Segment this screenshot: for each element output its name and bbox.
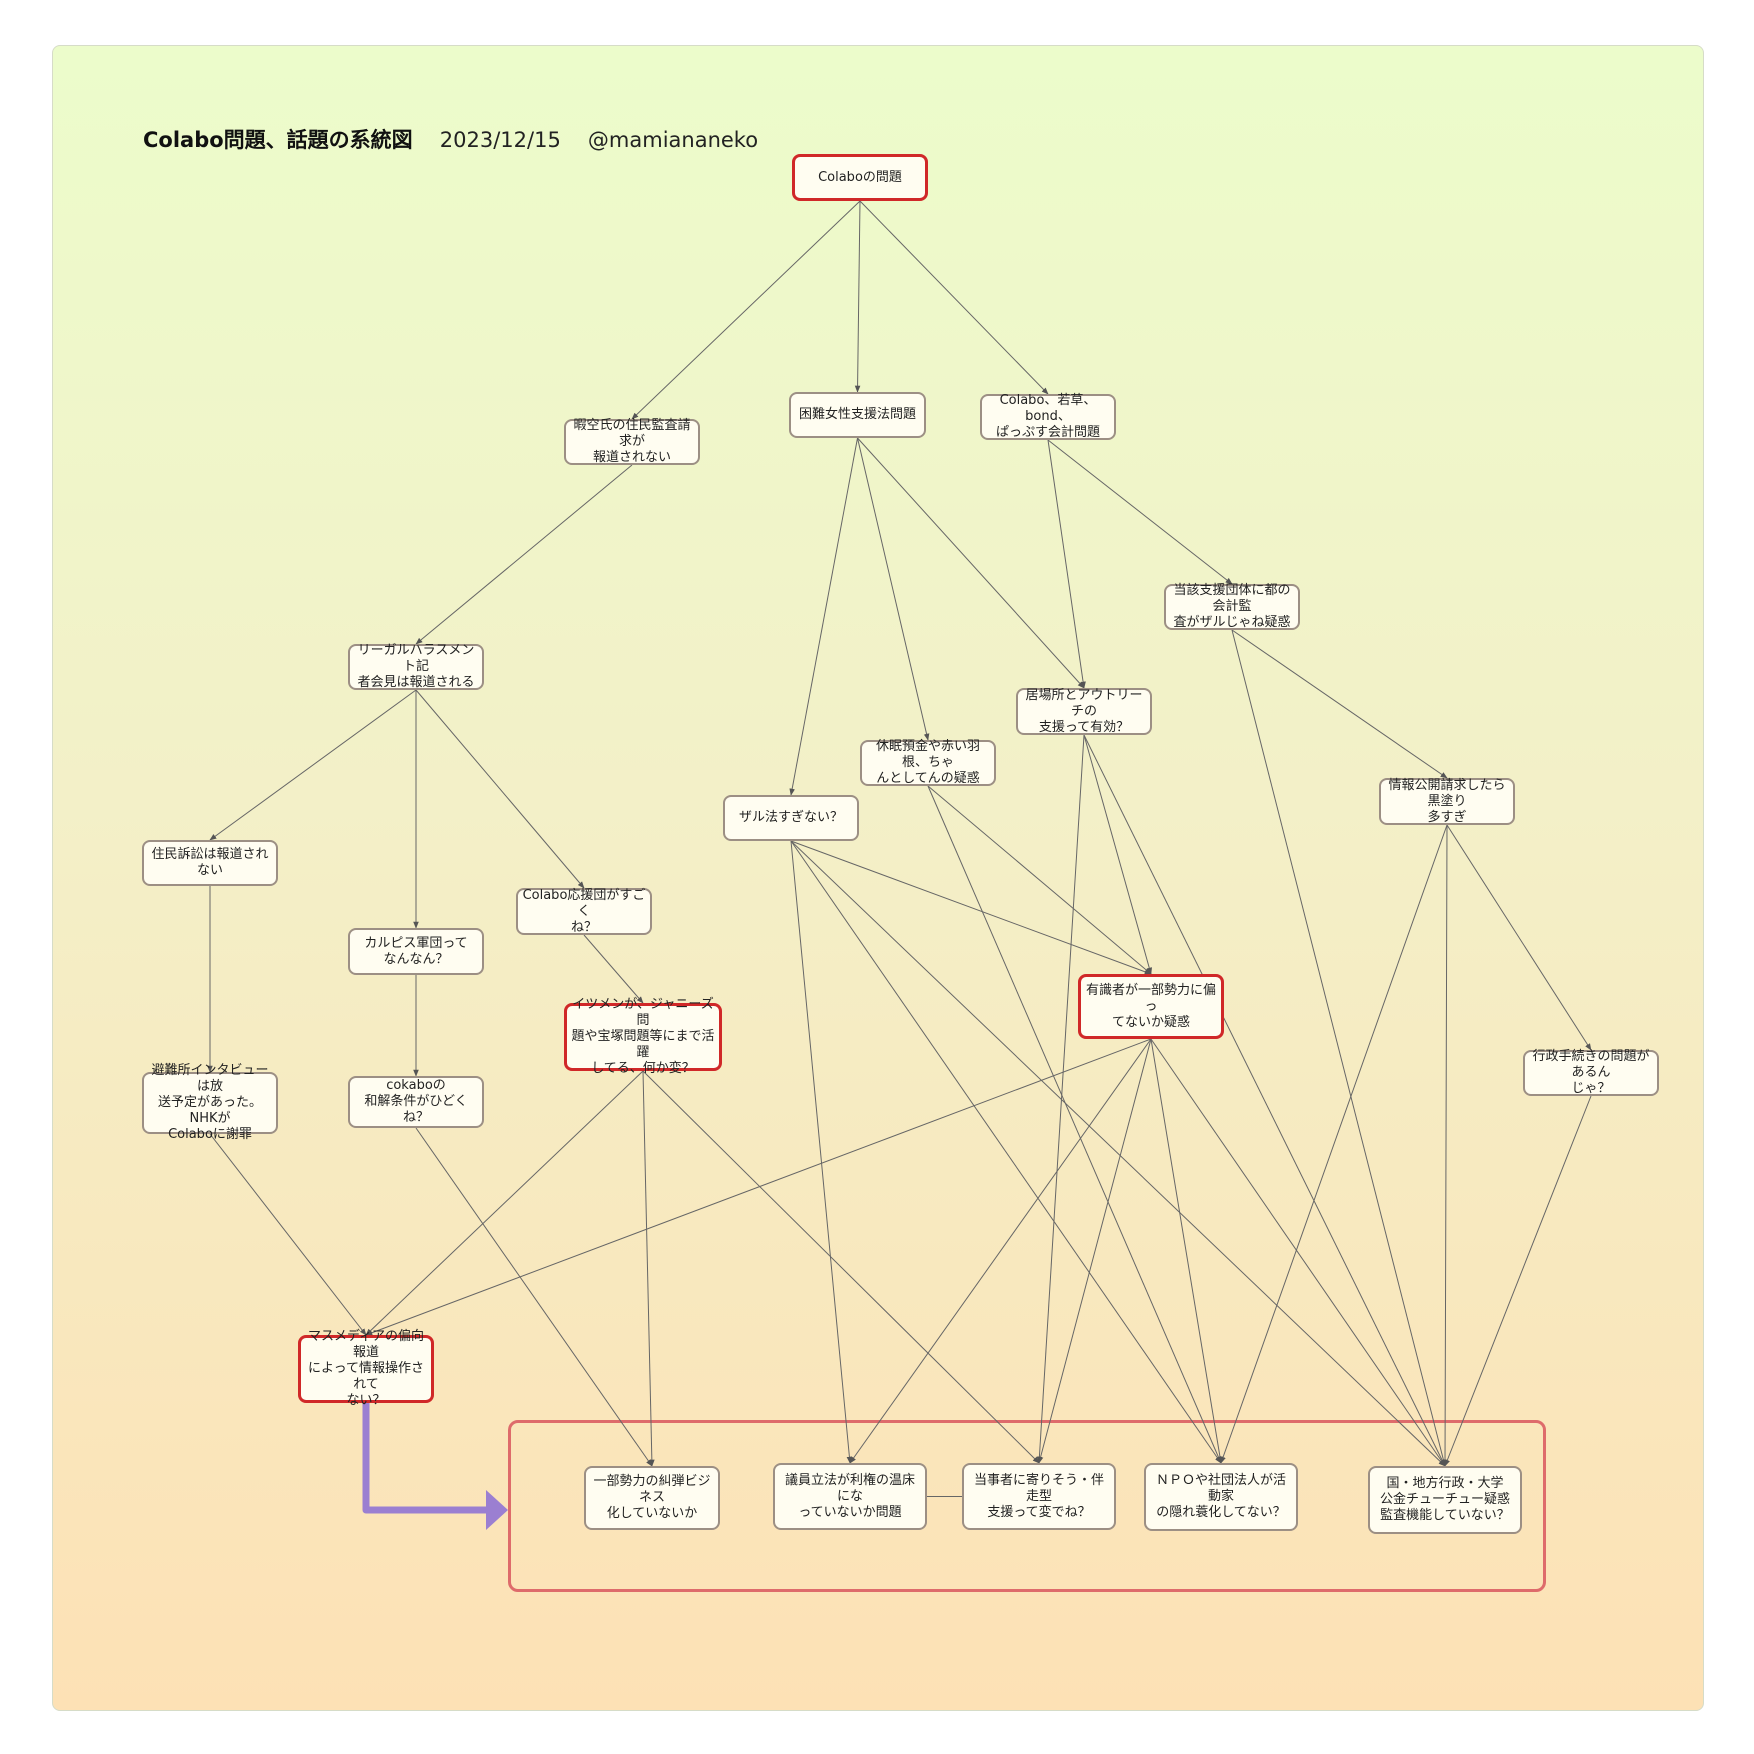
node-n8: 休眠預金や赤い羽根、ちゃ んとしてんの疑惑 — [860, 739, 996, 786]
node-n3: 困難女性支援法問題 — [789, 392, 926, 438]
node-n4: Colabo、若草、bond、 ぱっぷす会計問題 — [980, 393, 1116, 440]
edge-n6-n12 — [415, 689, 585, 889]
node-n24: 国・地方行政・大学 公金チューチュー疑惑 監査機能していない？ — [1368, 1466, 1522, 1534]
edge-n3-n9 — [789, 437, 858, 796]
edge-n17-n19 — [209, 1133, 367, 1336]
node-n2: 暇空氏の住民監査請求が 報道されない — [564, 418, 700, 465]
edge-n12-n15 — [583, 934, 644, 1004]
edge-n14-n21 — [849, 1038, 1152, 1464]
edge-n16-n24 — [1444, 1095, 1592, 1467]
node-n19: マスメディアの偏向報道 によって情報操作されて ない？ — [298, 1329, 434, 1408]
edge-n1-n4 — [859, 200, 1049, 395]
edge-n15-n20 — [642, 1070, 655, 1467]
node-n11: 住民訴訟は報道されない — [142, 840, 278, 886]
big-purple-arrowhead — [486, 1490, 508, 1530]
edge-n14-n19 — [365, 1038, 1152, 1336]
edge-n9-n14 — [790, 840, 1152, 975]
title-main: Colabo問題、話題の系統図 — [143, 128, 413, 152]
node-n7: 居場所とアウトリーチの 支援って有効？ — [1016, 688, 1152, 735]
node-n1: Colaboの問題 — [792, 154, 928, 201]
edge-n10-n23 — [1220, 824, 1448, 1464]
edge-n9-n21 — [790, 840, 853, 1464]
node-n12: Colabo応援団がすごく ね？ — [516, 888, 652, 935]
edge-n5-n10 — [1231, 629, 1448, 779]
title-date: 2023/12/15 — [439, 128, 561, 152]
node-n14: 有識者が一部勢力に偏っ てないか疑惑 — [1078, 974, 1224, 1039]
node-n13: カルピス軍団って なんなん？ — [348, 928, 484, 975]
node-n16: 行政手続きの問題があるん じゃ？ — [1523, 1049, 1659, 1096]
edge-n9-n23 — [790, 840, 1222, 1464]
edge-n9-n24 — [790, 840, 1446, 1467]
node-n18: cokaboの 和解条件がひどくね？ — [348, 1076, 484, 1128]
edge-n18-n20 — [415, 1127, 653, 1467]
edge-n1-n2 — [631, 200, 861, 420]
edge-n15-n19 — [365, 1070, 644, 1336]
node-n20: 一部勢力の糾弾ビジネス 化していないか — [584, 1466, 720, 1530]
node-n9: ザル法すぎない？ — [723, 795, 859, 841]
node-n23: ＮＰＯや社団法人が活動家 の隠れ蓑化してない？ — [1144, 1463, 1298, 1531]
edge-n3-n8 — [857, 437, 930, 741]
edge-n10-n24 — [1442, 824, 1448, 1467]
node-n5: 当該支援団体に都の会計監 査がザルじゃね疑惑 — [1164, 583, 1300, 630]
node-n10: 情報公開請求したら黒塗り 多すぎ — [1379, 778, 1515, 825]
big-purple-arrow — [362, 1402, 488, 1514]
edge-n7-n14 — [1083, 734, 1152, 975]
edge-n14-n22 — [1037, 1038, 1152, 1464]
edge-n7-n24 — [1083, 734, 1446, 1467]
edge-n1-n3 — [854, 200, 861, 393]
title-author: @mamiananeko — [587, 128, 759, 152]
edge-n3-n7 — [857, 437, 1085, 689]
edge-n8-n14 — [927, 785, 1152, 975]
node-n21: 議員立法が利権の温床にな っていないか問題 — [773, 1463, 927, 1530]
node-n22: 当事者に寄りそう・伴走型 支援って変でね？ — [962, 1463, 1116, 1530]
node-n6: リーガルハラスメント記 者会見は報道される — [348, 643, 484, 690]
edge-n5-n24 — [1231, 629, 1447, 1467]
edge-n2-n6 — [415, 464, 633, 645]
edge-n8-n23 — [927, 785, 1222, 1464]
diagram-title: Colabo問題、話題の系統図 2023/12/15 @mamiananeko — [143, 124, 758, 154]
edge-n15-n22 — [642, 1070, 1040, 1464]
edge-n10-n16 — [1446, 824, 1592, 1051]
edge-n4-n5 — [1047, 439, 1233, 585]
conclusion-group-box — [508, 1420, 1546, 1592]
edge-n14-n24 — [1150, 1038, 1446, 1467]
edge-n14-n23 — [1150, 1038, 1223, 1464]
node-n17: 避難所インタビューは放 送予定があった。NHKが Colaboに謝罪 — [142, 1063, 278, 1142]
edge-n4-n7 — [1047, 439, 1086, 689]
node-n15: イツメンが、ジャニーズ問 題や宝塚問題等にまで活躍 してる、何か変？ — [564, 997, 722, 1076]
edge-n6-n11 — [209, 689, 417, 841]
